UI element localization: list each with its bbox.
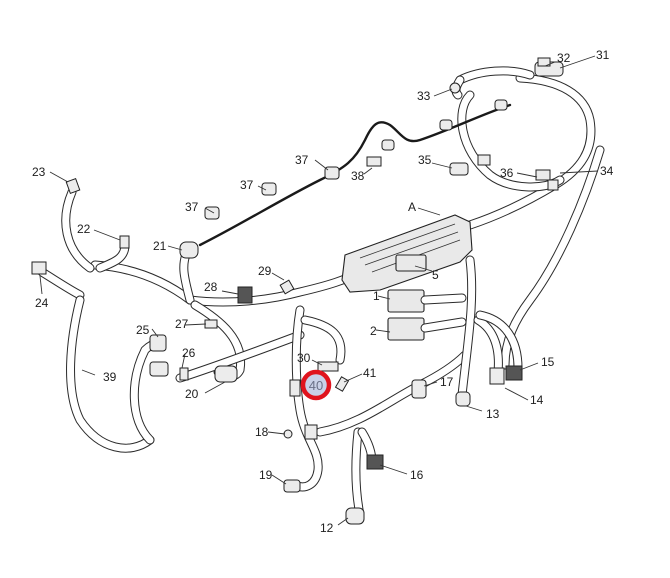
callout-21: 21 [153,239,167,253]
callout-18: 18 [255,425,269,439]
callout-39: 39 [103,370,117,384]
callout-37-c: 37 [295,153,309,167]
callout-13: 13 [486,407,500,421]
callout-41: 41 [363,366,377,380]
callout-37-b: 37 [240,178,254,192]
callout-5: 5 [432,268,439,282]
callout-36: 36 [500,166,514,180]
callout-33: 33 [417,89,431,103]
callout-2: 2 [370,324,377,338]
callout-15: 15 [541,355,555,369]
callout-35: 35 [418,153,432,167]
leader-lines [39,55,599,526]
callout-26: 26 [182,346,196,360]
callout-28: 28 [204,280,218,294]
callout-1: 1 [373,289,380,303]
callout-17: 17 [440,375,454,389]
callout-25: 25 [136,323,150,337]
callout-38: 38 [351,169,365,183]
callout-24: 24 [35,296,49,310]
callout-22: 22 [77,222,91,236]
callout-16: 16 [410,468,424,482]
connectors [31,57,564,525]
callout-23: 23 [32,165,46,179]
callout-labels: 23 22 24 21 37 37 37 38 35 36 34 33 32 3… [32,48,614,535]
callout-27: 27 [175,317,189,331]
callout-30: 30 [297,351,311,365]
callout-32: 32 [557,51,571,65]
highlight-ring [300,369,332,401]
highlighted-callout-40[interactable]: 40 [300,369,332,401]
sensor-sub-harness [198,103,512,247]
callout-A: A [408,200,416,214]
callout-37-a: 37 [185,200,199,214]
callout-20: 20 [185,387,199,401]
callout-31: 31 [596,48,610,62]
callout-19: 19 [259,468,273,482]
callout-12: 12 [320,521,334,535]
callout-29: 29 [258,264,272,278]
control-module-a [341,214,473,341]
main-harness [37,66,605,520]
callout-14: 14 [530,393,544,407]
callout-34: 34 [600,164,614,178]
callout-40: 40 [309,378,323,393]
